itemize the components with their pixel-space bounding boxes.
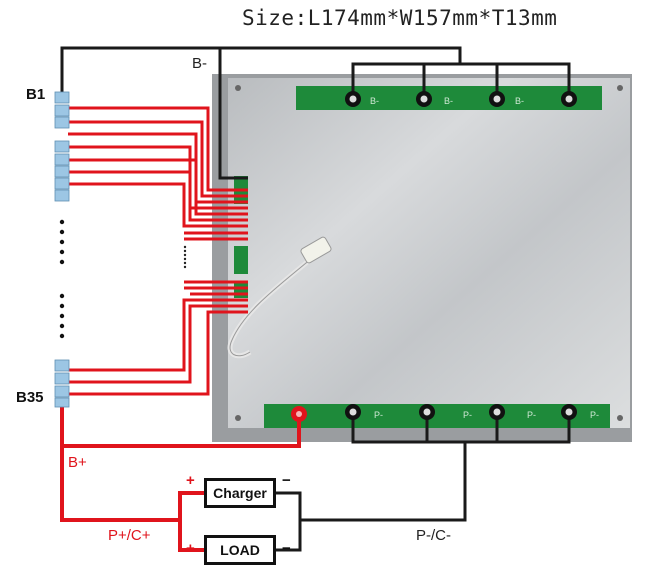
p-minus-terminal-icon — [489, 404, 505, 420]
mount-hole-icon — [617, 415, 623, 421]
p-minus-terminal-icon — [345, 404, 361, 420]
bottom-pad-label: P- — [463, 410, 472, 420]
top-pad-label: B- — [515, 96, 524, 106]
p-plus-c-plus-label: P+/C+ — [108, 527, 151, 544]
device-negative-wire — [276, 491, 302, 552]
mount-hole-icon — [235, 415, 241, 421]
top-pad-label: B- — [370, 96, 379, 106]
cell-label-first: B1 — [26, 86, 46, 103]
load-box: LOAD — [204, 535, 276, 565]
thermistor-wire-edge — [229, 257, 313, 357]
charger-minus-sign: − — [282, 472, 291, 489]
b-minus-label: B- — [192, 55, 207, 72]
b-minus-terminal-icon — [561, 91, 577, 107]
b-plus-label: B+ — [68, 454, 87, 471]
b-plus-terminal-icon — [291, 406, 307, 422]
thermistor-probe-icon — [300, 236, 332, 264]
load-minus-sign: − — [282, 540, 291, 557]
p-minus-c-minus-label: P-/C- — [416, 527, 451, 544]
aluminum-heatsink — [228, 78, 630, 428]
mount-hole-icon — [235, 85, 241, 91]
bottom-pad-label: P- — [590, 410, 599, 420]
b-minus-sense-wire — [218, 48, 248, 180]
b-minus-terminal-icon — [489, 91, 505, 107]
left-pcb-connector — [234, 282, 248, 298]
p-minus-bus — [351, 412, 571, 444]
p-minus-c-minus-wire — [300, 442, 467, 522]
device-positive-wire — [178, 491, 204, 552]
b-minus-terminal-icon — [345, 91, 361, 107]
board-size-title: Size:L174mm*W157mm*T13mm — [242, 6, 558, 30]
b-minus-terminal-icon — [416, 91, 432, 107]
bottom-pcb-strip — [264, 404, 610, 428]
p-minus-terminal-icon — [419, 404, 435, 420]
bottom-pad-label: P- — [527, 410, 536, 420]
p-plus-c-plus-wire — [60, 446, 180, 522]
mount-hole-icon — [617, 85, 623, 91]
top-pad-label: B- — [444, 96, 453, 106]
charger-box: Charger — [204, 478, 276, 508]
cell-ellipsis-dots — [59, 219, 65, 339]
bottom-pad-label: P- — [374, 410, 383, 420]
ellipsis-dots — [183, 245, 187, 269]
load-label: LOAD — [220, 542, 260, 558]
b-plus-wire — [60, 400, 301, 448]
load-plus-sign: + — [186, 540, 195, 557]
b-minus-wire — [60, 46, 462, 96]
p-minus-terminal-icon — [561, 404, 577, 420]
b-minus-bus — [351, 62, 571, 98]
charger-plus-sign: + — [186, 472, 195, 489]
charger-label: Charger — [213, 485, 267, 501]
cell-label-last: B35 — [16, 389, 44, 406]
left-pcb-connector — [234, 246, 248, 274]
cell-stack — [54, 91, 70, 408]
balance-wires — [68, 106, 248, 396]
